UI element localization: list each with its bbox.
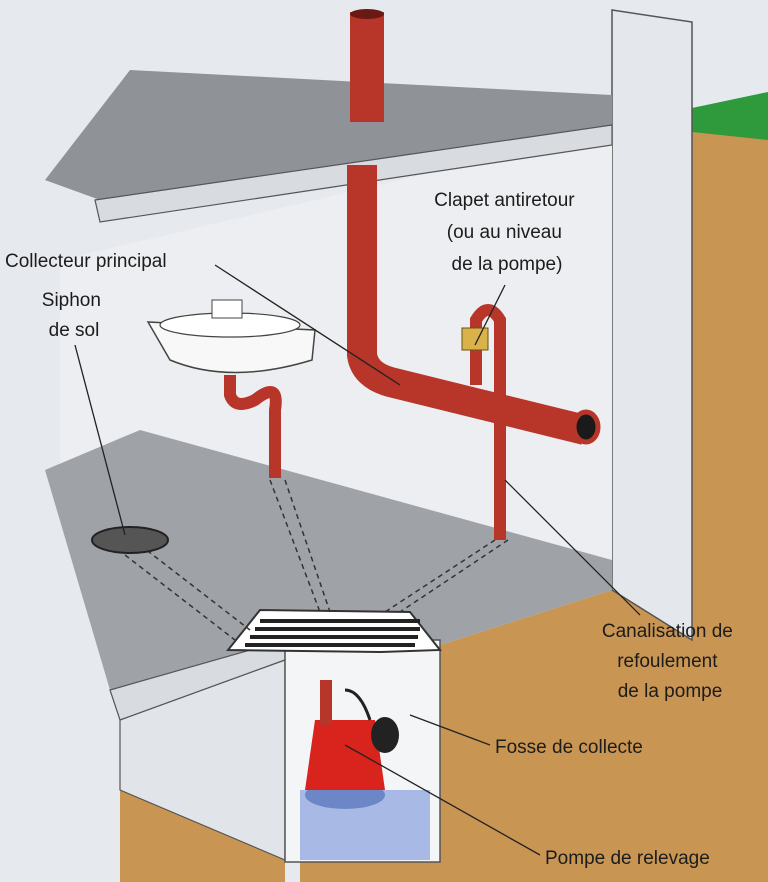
- sink-trap: [224, 375, 282, 478]
- label-canalisation: Canalisation de refoulement de la pompe: [602, 621, 738, 702]
- vent-pipe: [350, 12, 384, 122]
- main-collector: [347, 165, 589, 445]
- collector-outlet: [571, 409, 601, 445]
- floor-drain: [91, 526, 169, 554]
- label-clapet-line2: (ou au niveau: [447, 222, 562, 243]
- label-fosse: Fosse de collecte: [495, 737, 643, 758]
- label-siphon: Siphon de sol: [42, 290, 106, 341]
- pump: [305, 680, 399, 809]
- label-pompe: Pompe de relevage: [545, 848, 710, 869]
- label-clapet-line3: de la pompe): [452, 254, 563, 275]
- sink: [146, 299, 316, 374]
- soil: [300, 112, 768, 882]
- soil-lower-left: [120, 790, 285, 882]
- ceiling-slab: [45, 70, 612, 200]
- exterior-wall: [611, 9, 693, 642]
- floor: [45, 430, 612, 690]
- vent-pipe-top: [350, 9, 384, 19]
- label-canalisation-line2: refoulement: [617, 651, 718, 672]
- label-siphon-line2: de sol: [49, 320, 100, 341]
- grass: [692, 92, 768, 140]
- label-canalisation-line3: de la pompe: [618, 681, 723, 702]
- grate-bars: [245, 619, 420, 647]
- leader-lines: [74, 264, 641, 856]
- label-siphon-line1: Siphon: [42, 290, 101, 311]
- underfloor-pipes: [124, 479, 509, 641]
- check-valve: [461, 327, 489, 351]
- discharge-pipe: [470, 304, 506, 540]
- label-canalisation-line1: Canalisation de: [602, 621, 733, 642]
- label-clapet: Clapet antiretour (ou au niveau de la po…: [434, 190, 580, 275]
- label-collecteur: Collecteur principal: [5, 251, 167, 272]
- label-clapet-line1: Clapet antiretour: [434, 190, 575, 211]
